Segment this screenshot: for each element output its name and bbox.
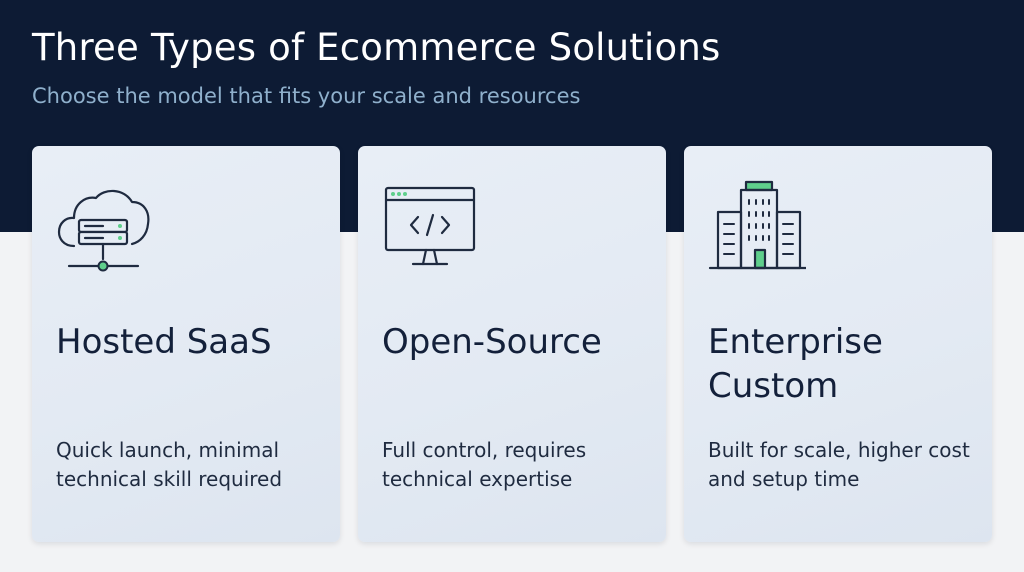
cloud-server-icon (57, 189, 150, 272)
page-title: Three Types of Ecommerce Solutions (32, 26, 721, 69)
office-building-icon (708, 180, 806, 270)
card-title: Open-Source (382, 322, 602, 362)
card-description: Quick launch, minimal technical skill re… (56, 438, 283, 491)
page-subtitle: Choose the model that fits your scale an… (32, 84, 581, 108)
card-title: Hosted SaaS (56, 322, 272, 362)
card-description: Full control, requires technical experti… (382, 438, 587, 491)
card-hosted-saas: Hosted SaaS Quick launch, minimal techni… (32, 146, 340, 542)
card-open-source: Open-Source Full control, requires techn… (358, 146, 666, 542)
card-title: Enterprise Custom (708, 322, 883, 406)
card-enterprise-custom: Enterprise Custom Built for scale, highe… (684, 146, 992, 542)
code-monitor-icon (384, 186, 476, 266)
card-description: Built for scale, higher cost and setup t… (708, 438, 970, 491)
